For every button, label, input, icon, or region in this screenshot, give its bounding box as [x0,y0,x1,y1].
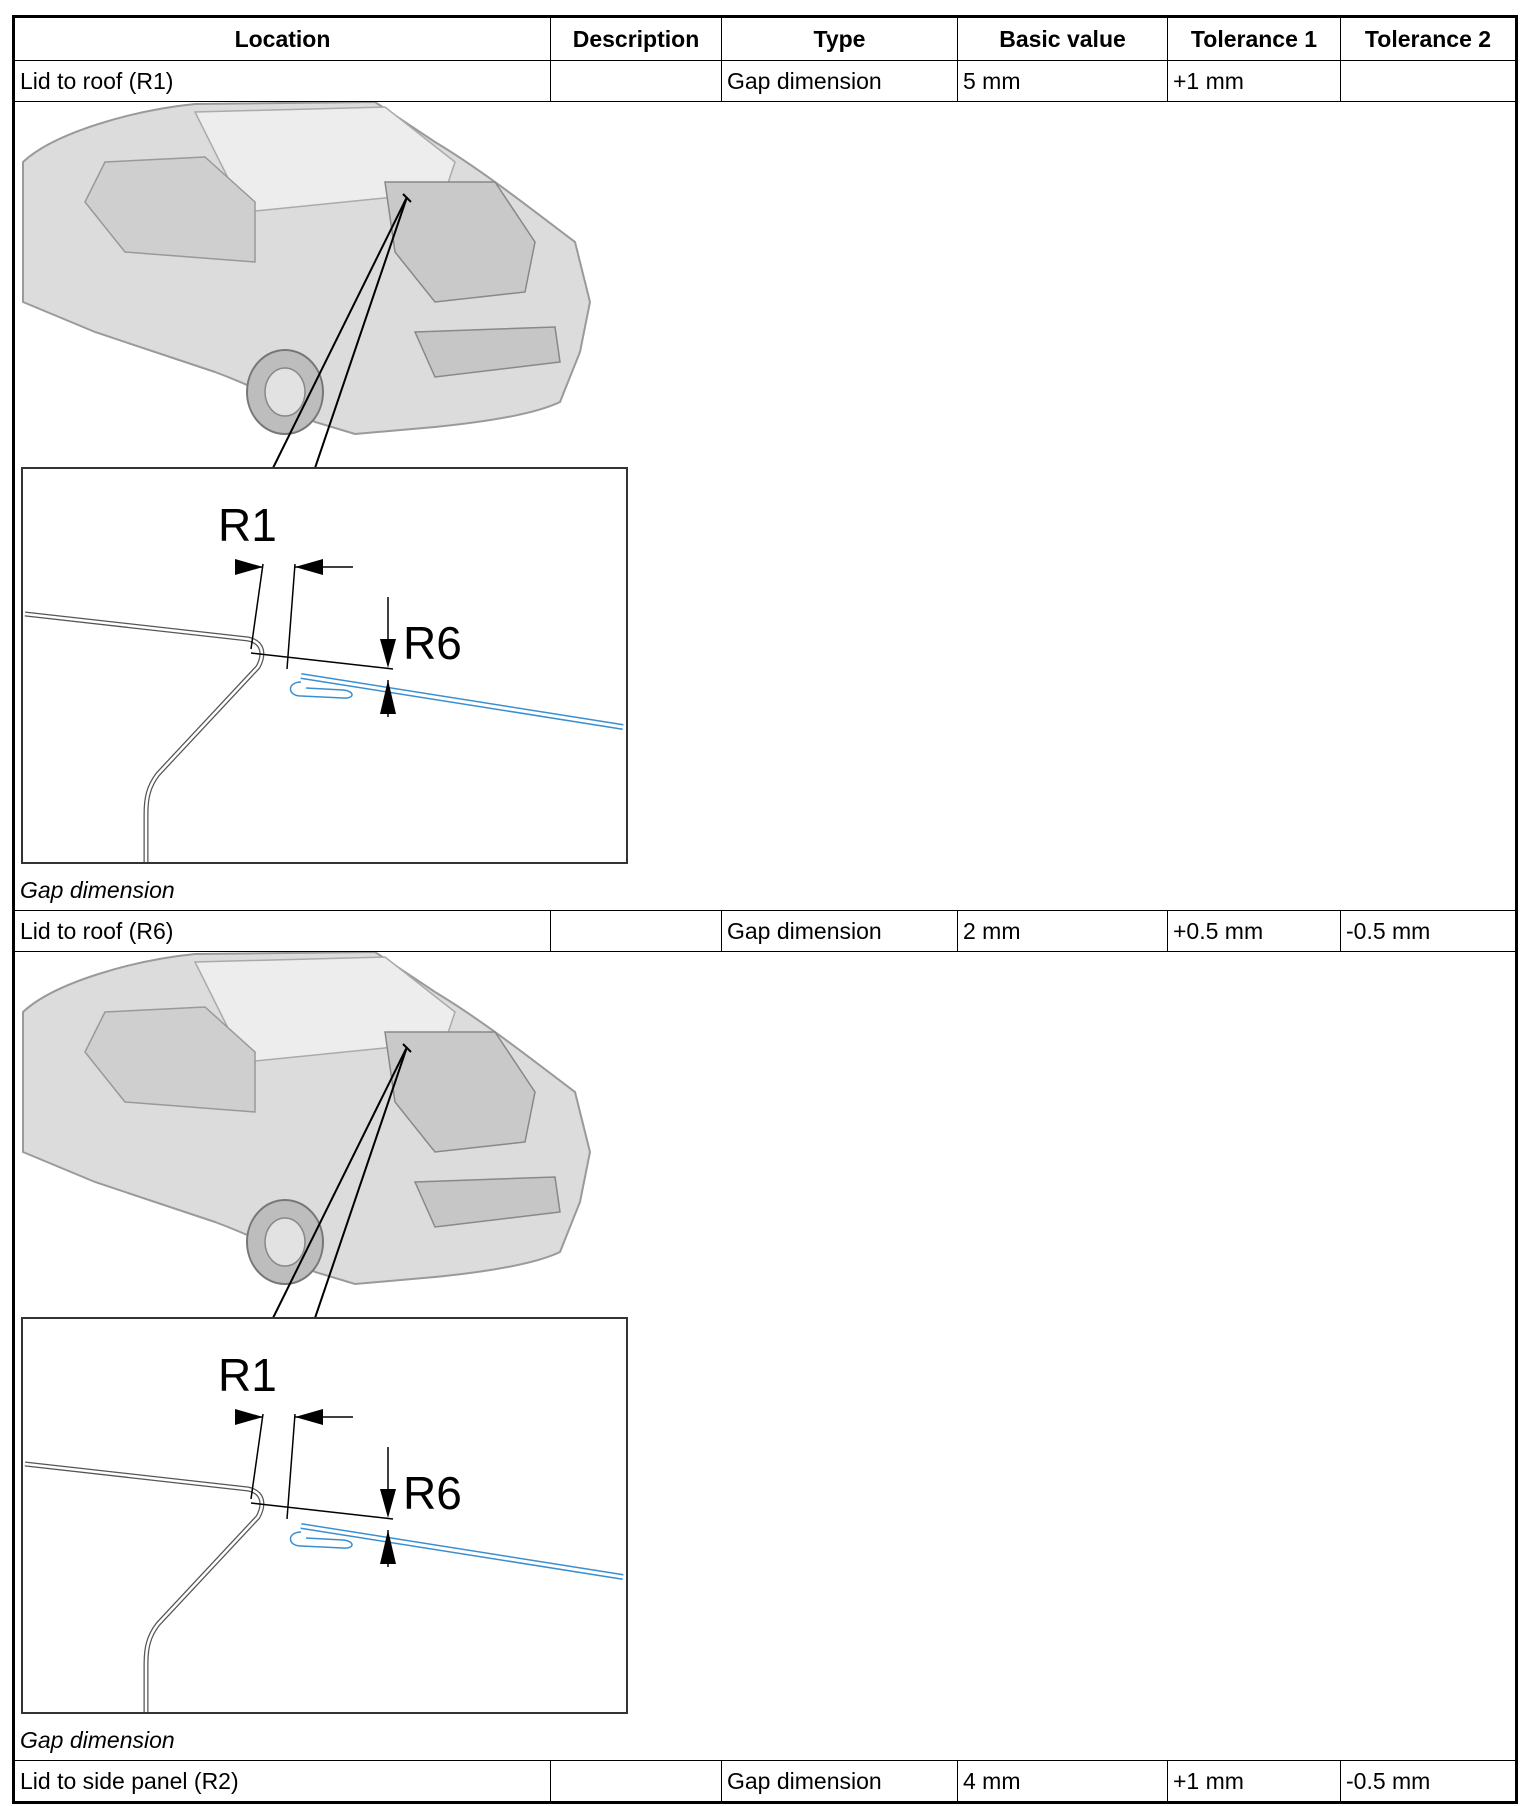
gap-dimension-table: Location Description Type Basic value To… [12,15,1518,1804]
cell-tolerance-2 [1340,60,1517,102]
figure-caption: Gap dimension [20,877,175,903]
cell-type: Gap dimension [721,60,958,102]
label-r1: R1 [218,499,277,551]
header-type: Type [721,16,958,61]
cell-type: Gap dimension [721,1760,958,1803]
figure-cell: R1 R6 Gap dimension [13,951,1517,1761]
car-rear-illustration [22,102,592,469]
cell-basic-value: 4 mm [957,1760,1168,1803]
figure-caption: Gap dimension [20,1727,175,1753]
header-description: Description [550,16,722,61]
gap-section-drawing: R1 R6 [24,499,624,862]
cell-location: Lid to side panel (R2) [13,1760,551,1803]
cell-location: Lid to roof (R1) [13,60,551,102]
cell-description [550,910,722,952]
cell-description [550,1760,722,1803]
label-r6: R6 [403,1467,462,1519]
cell-basic-value: 5 mm [957,60,1168,102]
cell-type: Gap dimension [721,910,958,952]
gap-detail-view: R1 R6 [21,1317,628,1714]
gap-section-drawing: R1 R6 [24,1349,624,1712]
table-row: Lid to roof (R6) Gap dimension 2 mm +0.5… [13,910,1517,952]
cell-basic-value: 2 mm [957,910,1168,952]
figure-cell: R1 R6 Gap dimension [13,101,1517,911]
cell-tolerance-1: +1 mm [1167,1760,1341,1803]
cell-description [550,60,722,102]
cell-location: Lid to roof (R6) [13,910,551,952]
table-header-row: Location Description Type Basic value To… [13,16,1517,61]
cell-tolerance-1: +1 mm [1167,60,1341,102]
figure: R1 R6 Gap dimension [15,102,1515,910]
header-tolerance-2: Tolerance 2 [1340,16,1517,61]
figure-row: R1 R6 Gap dimension [13,101,1517,911]
car-rear-illustration [22,952,592,1319]
cell-tolerance-1: +0.5 mm [1167,910,1341,952]
table-row: Lid to roof (R1) Gap dimension 5 mm +1 m… [13,60,1517,102]
header-basic-value: Basic value [957,16,1168,61]
label-r6: R6 [403,617,462,669]
table-row: Lid to side panel (R2) Gap dimension 4 m… [13,1760,1517,1803]
header-tolerance-1: Tolerance 1 [1167,16,1341,61]
header-location: Location [13,16,551,61]
cell-tolerance-2: -0.5 mm [1340,1760,1517,1803]
label-r1: R1 [218,1349,277,1401]
figure: R1 R6 Gap dimension [15,952,1515,1760]
cell-tolerance-2: -0.5 mm [1340,910,1517,952]
gap-detail-view: R1 R6 [21,467,628,864]
figure-row: R1 R6 Gap dimension [13,951,1517,1761]
